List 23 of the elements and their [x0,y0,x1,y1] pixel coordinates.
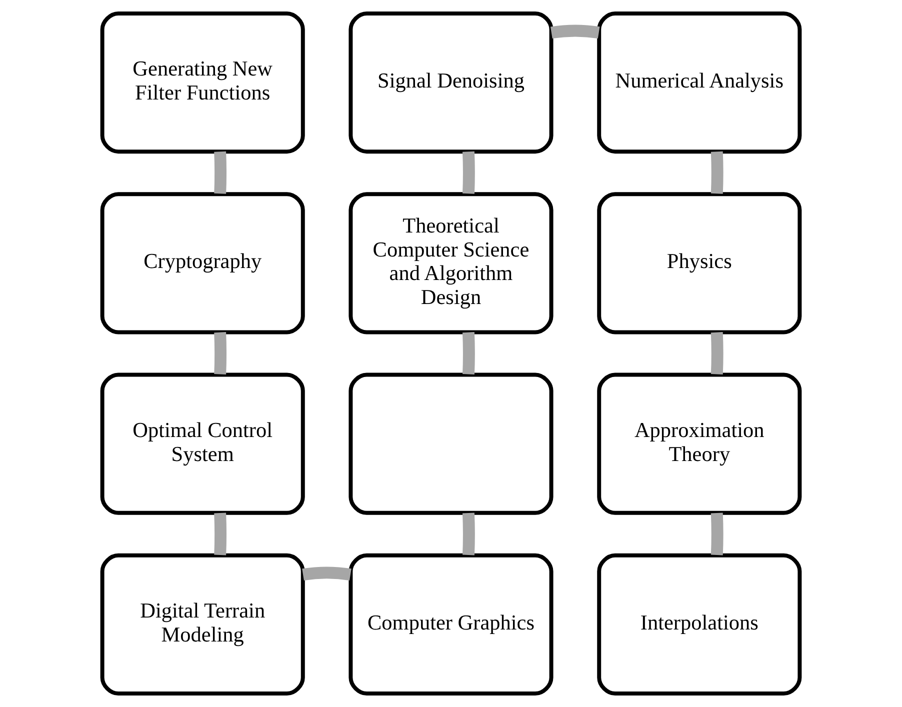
node-box: Generating New Filter Functions [100,11,305,154]
node-box: Approximation Theory [597,372,802,515]
node-box: Physics [597,192,802,334]
node-box: Signal Denoising [348,11,554,154]
node-box: Digital Terrain Modeling [100,553,305,696]
connector [710,151,724,194]
connector [462,512,475,556]
node-box: Interpolations [597,553,802,696]
connector [214,512,227,556]
connector [710,512,724,556]
connector [462,332,475,375]
node-box: Numerical Analysis [597,11,802,154]
node-box: Computer Graphics [348,553,554,696]
node-box: Theoretical Computer Science and Algorithm Design [348,192,554,334]
connector [302,566,352,580]
node-box: Cryptography [100,192,305,334]
connector [214,332,227,375]
connector [214,151,227,194]
connector [710,332,724,375]
node-box: Optimal Control System [100,372,305,515]
connector [462,151,475,194]
connector [550,24,600,39]
node-box [348,372,554,515]
